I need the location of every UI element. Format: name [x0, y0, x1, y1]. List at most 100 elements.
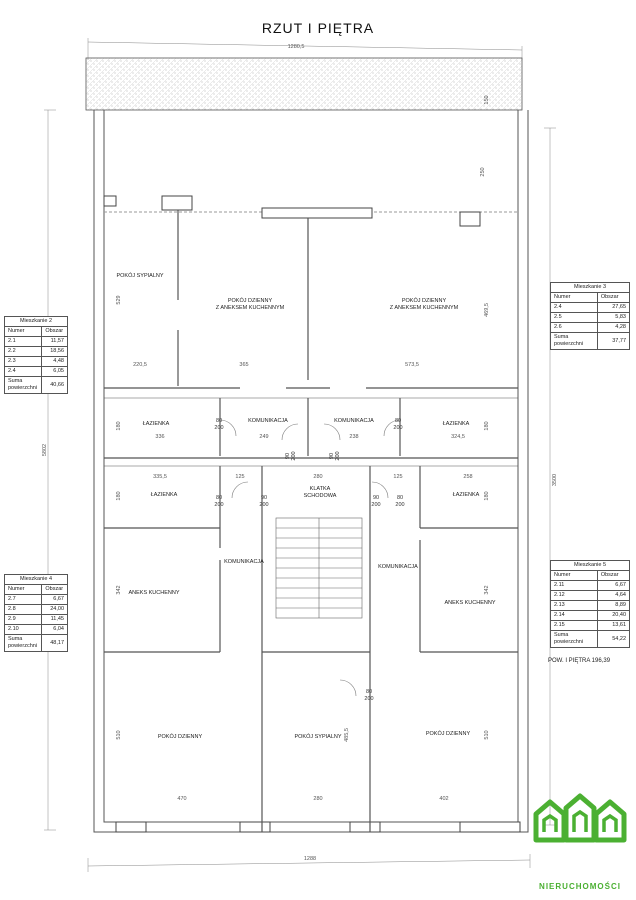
door-4-h: 200 [335, 451, 341, 460]
table-title: Mieszkanie 2 [4, 316, 68, 327]
room-pokoj-sypialny-top: POKÓJ SYPIALNY [116, 272, 163, 279]
sum-label-2: powierzchni [554, 341, 584, 347]
window-blocks [103, 195, 521, 833]
cell: 6,05 [41, 366, 68, 377]
dimension-lines [44, 38, 556, 872]
dim-470: 470 [177, 796, 186, 802]
room-komunikacja-1: KOMUNIKACJA [248, 418, 288, 424]
dim-250: 250 [480, 167, 486, 176]
dim-5735: 573,5 [405, 362, 419, 368]
interior-walls [104, 210, 518, 832]
cell: 2.1 [3, 336, 43, 347]
door-2-h: 200 [393, 425, 402, 431]
room-pokoj-dzienny-d: POKÓJ DZIENNY [426, 730, 471, 737]
room-komunikacja-4: KOMUNIKACJA [378, 564, 418, 570]
sum-label-2: powierzchni [8, 643, 38, 649]
dim-180b: 180 [484, 421, 490, 430]
sum-value: 48,17 [41, 634, 68, 652]
room-pokoj-dzienny-b2: Z ANEKSEM KUCHENNYM [390, 305, 459, 311]
dim-4695: 469,5 [484, 303, 490, 317]
room-pokoj-dzienny-c: POKÓJ DZIENNY [158, 733, 203, 740]
door-2-w: 80 [395, 418, 401, 424]
dim-258: 258 [463, 474, 472, 480]
cell: 2.15 [550, 620, 598, 631]
door-1-h: 200 [214, 425, 223, 431]
dim-529: 529 [116, 295, 122, 304]
plan-title: RZUT I PIĘTRA [261, 20, 375, 36]
room-lazienka-3: ŁAZIENKA [151, 492, 178, 498]
sum-label-1: Suma [8, 636, 23, 642]
col-header: Numer [550, 570, 598, 581]
door-3-h: 200 [291, 451, 297, 460]
col-header: Numer [550, 292, 598, 303]
cell: 2.11 [550, 580, 598, 591]
door-labels: 80 200 80 200 90 200 90 200 80 200 90 20… [214, 418, 404, 702]
cell: 8,89 [596, 600, 631, 611]
dim-125b: 125 [393, 474, 402, 480]
room-pokoj-sypialny-b: POKÓJ SYPIALNY [294, 733, 341, 740]
dim-180c: 180 [116, 491, 122, 500]
door-4-w: 90 [329, 453, 335, 459]
dim-280b: 280 [313, 796, 322, 802]
cell: 2.13 [550, 600, 598, 611]
dimension-labels: 1280,5 1288 5802 3500 150 250 529 469,5 … [42, 44, 558, 862]
dim-280a: 280 [313, 474, 322, 480]
room-klatka-1: KLATKA [310, 486, 331, 492]
room-klatka-2: SCHODOWA [304, 493, 337, 499]
cell: 2.5 [550, 312, 598, 323]
cell: 5,83 [596, 312, 631, 323]
dim-2205: 220,5 [133, 362, 147, 368]
dim-336: 336 [155, 434, 164, 440]
col-header: Numer [3, 326, 43, 337]
cell: 2.7 [3, 594, 43, 605]
dim-180d: 180 [484, 491, 490, 500]
cell: 2.10 [3, 624, 43, 635]
col-header: Numer [3, 584, 43, 595]
dim-3355: 335,5 [153, 474, 167, 480]
room-pokoj-dzienny-a1: POKÓJ DZIENNY [228, 297, 273, 304]
cell: 20,40 [596, 610, 631, 621]
cell: 2.2 [3, 346, 43, 357]
sum-label-2: powierzchni [554, 639, 584, 645]
door-5-w: 80 [216, 495, 222, 501]
room-aneks-1: ANEKS KUCHENNY [128, 590, 179, 596]
cell: 2.3 [3, 356, 43, 367]
cell: 2.4 [3, 366, 43, 377]
balcony [85, 57, 523, 111]
dim-249: 249 [259, 434, 268, 440]
sum-label-1: Suma [554, 632, 569, 638]
room-aneks-2: ANEKS KUCHENNY [444, 600, 495, 606]
cell: 13,61 [596, 620, 631, 631]
dim-342b: 342 [484, 585, 490, 594]
dim-342a: 342 [116, 585, 122, 594]
room-pokoj-dzienny-b1: POKÓJ DZIENNY [402, 297, 447, 304]
door-6-h: 200 [259, 502, 268, 508]
room-lazienka-4: ŁAZIENKA [453, 492, 480, 498]
cell: 6,67 [596, 580, 631, 591]
cell: 2.4 [550, 302, 598, 313]
cell: 27,65 [596, 302, 631, 313]
dim-top: 1280,5 [288, 44, 305, 50]
room-lazienka-2: ŁAZIENKA [443, 421, 470, 427]
sum-value: 54,22 [596, 630, 631, 648]
dim-bottom: 1288 [304, 856, 316, 862]
door-6-w: 90 [261, 495, 267, 501]
room-pokoj-dzienny-a2: Z ANEKSEM KUCHENNYM [216, 305, 285, 311]
col-header: Obszar [41, 584, 68, 595]
sum-label-2: powierzchni [8, 385, 38, 391]
sum-value: 37,77 [596, 332, 631, 350]
cell: 2.12 [550, 590, 598, 601]
room-lazienka-1: ŁAZIENKA [143, 421, 170, 427]
cell: 6,04 [41, 624, 68, 635]
door-3-w: 90 [285, 453, 291, 459]
dim-125a: 125 [235, 474, 244, 480]
dim-402: 402 [439, 796, 448, 802]
door-8-h: 200 [395, 502, 404, 508]
dim-balcony: 150 [484, 95, 490, 104]
door-7-h: 200 [371, 502, 380, 508]
cell: 2.6 [550, 322, 598, 333]
cell: 6,67 [41, 594, 68, 605]
